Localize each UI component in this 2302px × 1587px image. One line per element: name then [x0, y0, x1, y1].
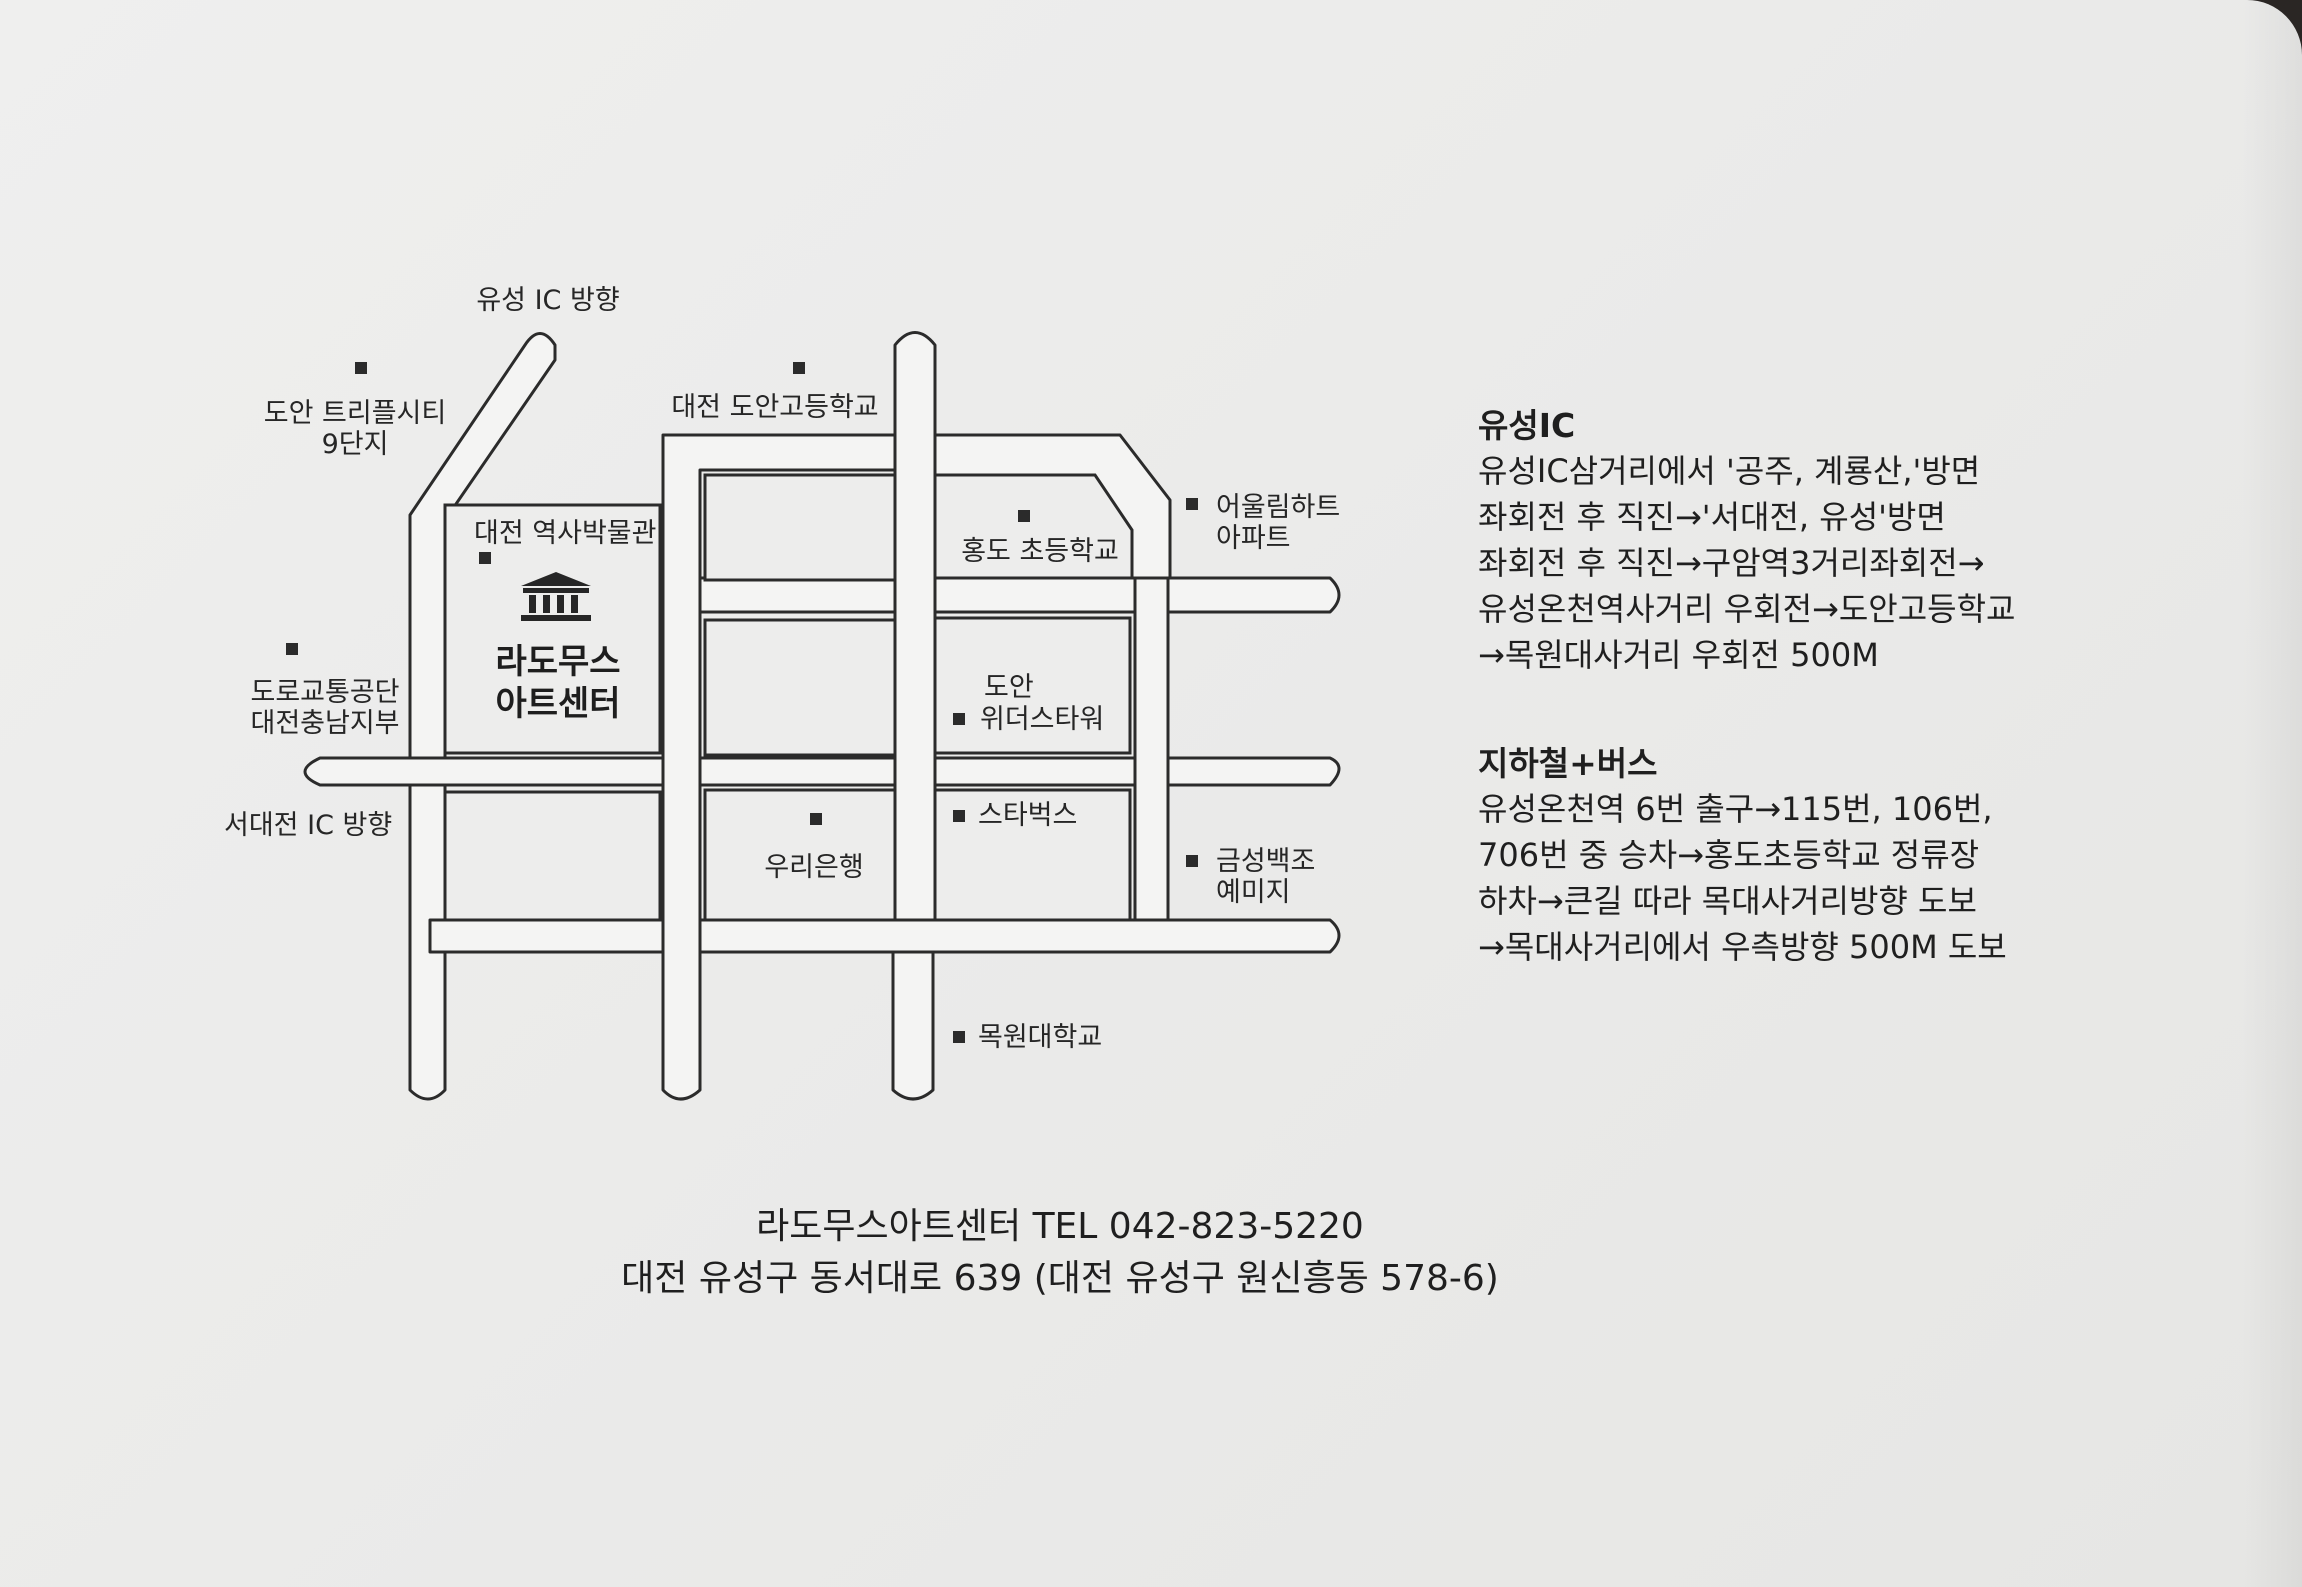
marker-road-authority	[286, 643, 298, 655]
route-yuseong-ic: 유성IC 유성IC삼거리에서 '공주, 계룡산,'방면 좌회전 후 직진→'서대…	[1478, 404, 2015, 678]
marker-mokwon-univ	[953, 1031, 965, 1043]
marker-history-museum	[479, 552, 491, 564]
route-title: 지하철+버스	[1478, 744, 1658, 783]
route-line: 좌회전 후 직진→'서대전, 유성'방면	[1478, 498, 1946, 536]
marker-wither-tower	[953, 713, 965, 725]
block	[443, 503, 662, 755]
road-upper	[658, 576, 1341, 614]
block	[703, 788, 897, 922]
route-line: 706번 중 승차→홍도초등학교 정류장	[1478, 836, 1980, 874]
block-hongdo	[933, 473, 1134, 580]
marker-hongdo-elementary	[1018, 510, 1030, 522]
block	[443, 790, 662, 922]
road-seodaejeon	[303, 756, 1341, 787]
route-title: 유성IC	[1478, 406, 1576, 445]
route-line: 하차→큰길 따라 목대사거리방향 도보	[1478, 882, 1977, 920]
route-line: 좌회전 후 직진→구암역3거리좌회전→	[1478, 544, 1985, 582]
label-wither-tower-2: 위더스타워	[980, 704, 1105, 735]
route-subway-bus: 지하철+버스 유성온천역 6번 출구→115번, 106번, 706번 중 승차…	[1478, 742, 2007, 970]
block	[703, 618, 897, 757]
marker-geumseong	[1186, 855, 1198, 867]
route-line: →목원대사거리 우회전 500M	[1478, 636, 1879, 674]
label-triple-city: 도안 트리플시티 9단지	[263, 398, 447, 460]
block	[703, 473, 897, 582]
label-direction-seodaejeon-ic: 서대전 IC 방향	[224, 810, 393, 841]
marker-woori-bank	[810, 813, 822, 825]
label-direction-yuseong-ic: 유성 IC 방향	[476, 285, 620, 316]
label-doan-high-school: 대전 도안고등학교	[671, 392, 879, 423]
marker-starbucks	[953, 810, 965, 822]
label-geumseong: 금성백조 예미지	[1216, 846, 1316, 908]
road-south	[891, 950, 935, 1101]
museum-columns-icon	[521, 572, 591, 621]
label-hongdo-elementary: 홍도 초등학교	[961, 536, 1119, 567]
marker-eoullim-apartment	[1186, 498, 1198, 510]
label-starbucks: 스타벅스	[978, 800, 1078, 831]
route-line: →목대사거리에서 우측방향 500M 도보	[1478, 928, 2007, 966]
label-mokwon-univ: 목원대학교	[978, 1022, 1103, 1053]
marker-triple-city	[355, 362, 367, 374]
label-road-authority: 도로교통공단 대전충남지부	[250, 677, 400, 739]
road-to-yuseong-ic	[408, 332, 557, 1101]
road-north	[893, 331, 937, 922]
block	[933, 788, 1132, 922]
block	[933, 616, 1132, 755]
route-line: 유성온천역사거리 우회전→도안고등학교	[1478, 590, 2016, 628]
label-history-museum: 대전 역사박물관	[474, 518, 657, 549]
route-line: 유성온천역 6번 출구→115번, 106번,	[1478, 790, 1993, 828]
marker-doan-high-school	[793, 362, 805, 374]
road-lower	[428, 918, 1341, 954]
venue-name: 라도무스 아트센터	[495, 642, 621, 724]
label-wither-tower: 도안	[984, 672, 1034, 703]
footer-address: 대전 유성구 동서대로 639 (대전 유성구 원신흥동 578-6)	[621, 1258, 1499, 1299]
road-east	[1133, 576, 1170, 922]
label-eoullim-apartment: 어울림하트 아파트	[1216, 492, 1341, 554]
label-woori-bank: 우리은행	[764, 852, 864, 883]
footer-contact: 라도무스아트센터 TEL 042-823-5220	[756, 1206, 1364, 1247]
route-line: 유성IC삼거리에서 '공주, 계룡산,'방면	[1478, 452, 1981, 490]
